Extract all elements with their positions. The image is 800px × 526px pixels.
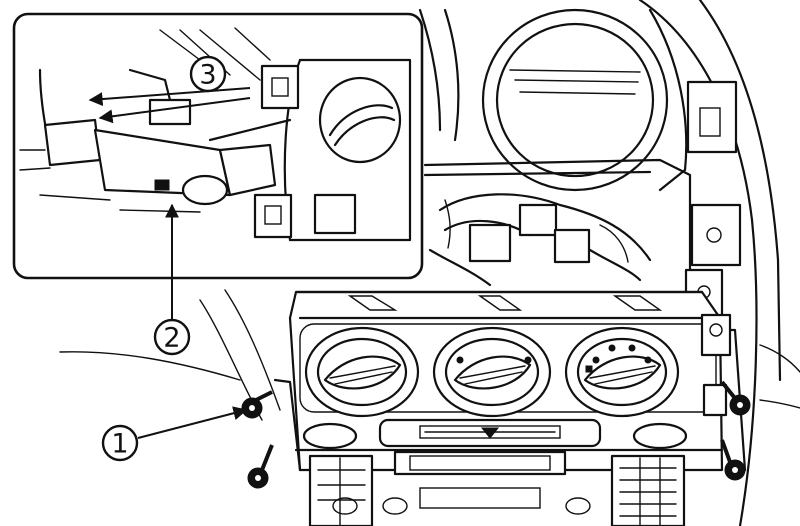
mode-selector-knob	[564, 326, 680, 418]
screw-icon	[247, 444, 274, 489]
callout-3: 3	[189, 55, 227, 93]
svg-text:3: 3	[199, 60, 216, 91]
screw-icon	[720, 380, 751, 416]
callout-1: 1	[101, 424, 139, 462]
screw-icon	[241, 390, 273, 419]
fan-speed-knob	[304, 326, 420, 418]
callout-2: 2	[153, 318, 191, 356]
svg-text:2: 2	[163, 323, 180, 354]
screw-icon	[720, 439, 746, 481]
dashboard-illustration	[59, 0, 800, 526]
temperature-knob	[432, 326, 552, 418]
svg-text:1: 1	[111, 429, 128, 460]
connector-detail-inset	[12, 12, 424, 280]
